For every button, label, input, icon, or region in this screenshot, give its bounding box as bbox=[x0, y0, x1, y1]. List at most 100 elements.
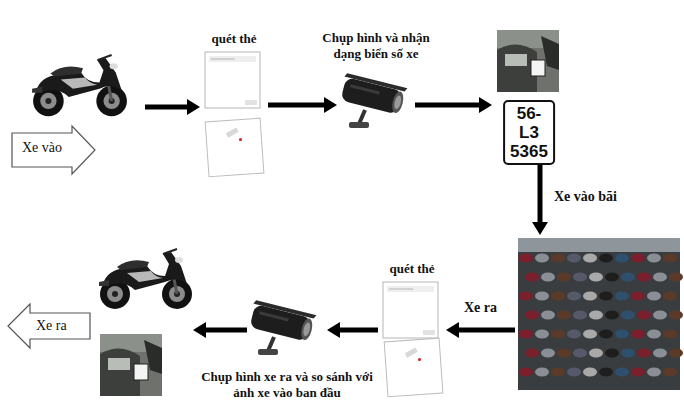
parked-bike bbox=[605, 311, 619, 320]
license-plate: 56-L3 5365 bbox=[503, 100, 555, 165]
parked-bike bbox=[573, 349, 587, 358]
arrow-line bbox=[145, 105, 189, 110]
flow-arrow bbox=[415, 97, 492, 113]
parked-bike bbox=[599, 330, 613, 339]
parked-bike bbox=[573, 311, 587, 320]
parked-bike bbox=[631, 368, 645, 377]
parked-bike bbox=[519, 292, 533, 301]
parked-bike bbox=[605, 349, 619, 358]
parked-bike bbox=[637, 349, 651, 358]
flow-node: Xe ra bbox=[8, 240, 190, 400]
parked-bike bbox=[653, 311, 667, 320]
parked-bike bbox=[615, 254, 629, 263]
parked-bike bbox=[621, 273, 635, 282]
arrow-shape bbox=[12, 126, 95, 174]
parked-bike bbox=[589, 273, 603, 282]
arrow-head bbox=[327, 322, 340, 338]
parked-bike bbox=[621, 311, 635, 320]
parked-bike bbox=[525, 349, 539, 358]
card-reader bbox=[205, 52, 260, 108]
edge-label: Xe ra bbox=[462, 300, 499, 316]
parked-bike bbox=[541, 311, 555, 320]
parked-bike bbox=[599, 254, 613, 263]
parked-bike bbox=[669, 349, 683, 358]
card-reader bbox=[383, 282, 438, 338]
parked-bike bbox=[631, 254, 645, 263]
parked-bike bbox=[525, 311, 539, 320]
parked-bike bbox=[551, 330, 565, 339]
parked-bike bbox=[669, 273, 683, 282]
flow-arrow bbox=[145, 99, 200, 115]
rfid-card bbox=[384, 338, 443, 397]
photo bbox=[100, 334, 162, 396]
node-text: Chụp hình xe ra và so sánh với ảnh xe và… bbox=[196, 369, 378, 402]
arrow-head bbox=[324, 97, 337, 113]
parked-bike bbox=[631, 292, 645, 301]
parked-bike bbox=[647, 330, 661, 339]
node-text: Xe vào bbox=[22, 140, 62, 156]
parked-bike bbox=[663, 368, 677, 377]
parked-bike bbox=[535, 254, 549, 263]
node-text: quét thẻ bbox=[372, 261, 452, 277]
flow-arrow bbox=[193, 322, 247, 338]
flow-arrow bbox=[532, 163, 548, 235]
parked-bike bbox=[519, 254, 533, 263]
parked-bike bbox=[653, 349, 667, 358]
arrow-head bbox=[446, 322, 459, 338]
motorbike bbox=[32, 55, 127, 116]
arrow-line bbox=[457, 328, 515, 333]
arrow-head bbox=[532, 222, 548, 235]
arrow-head bbox=[187, 99, 200, 115]
parked-bike bbox=[535, 292, 549, 301]
rfid-card bbox=[205, 118, 264, 177]
parked-bike bbox=[567, 368, 581, 377]
arrow-line bbox=[338, 328, 378, 333]
parking-photo bbox=[518, 238, 683, 390]
parked-bike bbox=[583, 368, 597, 377]
parked-bike bbox=[615, 330, 629, 339]
flow-node: Chụp hình và nhận dạng biển số xe bbox=[340, 78, 412, 132]
parked-bike bbox=[583, 254, 597, 263]
parked-bike bbox=[605, 273, 619, 282]
flow-arrow bbox=[268, 97, 337, 113]
parked-bike bbox=[637, 273, 651, 282]
parked-bike bbox=[615, 292, 629, 301]
arrow-line bbox=[538, 163, 543, 224]
parked-bike bbox=[647, 368, 661, 377]
parked-bike bbox=[551, 292, 565, 301]
parked-bike bbox=[653, 273, 667, 282]
parked-bike bbox=[535, 330, 549, 339]
arrow-head bbox=[479, 97, 492, 113]
parked-bike bbox=[557, 349, 571, 358]
node-text: quét thẻ bbox=[194, 31, 274, 47]
flow-node: 56-L3 5365 bbox=[495, 28, 563, 160]
parked-bike bbox=[583, 292, 597, 301]
motorbike bbox=[99, 249, 192, 309]
parked-bike bbox=[669, 311, 683, 320]
photo bbox=[497, 30, 559, 92]
parked-bike bbox=[567, 254, 581, 263]
parked-bike bbox=[573, 273, 587, 282]
edge-label: Xe vào bãi bbox=[552, 189, 619, 205]
arrow-line bbox=[204, 328, 247, 333]
arrow-line bbox=[268, 103, 326, 108]
parked-bike bbox=[541, 349, 555, 358]
parked-bike bbox=[551, 254, 565, 263]
parked-bike bbox=[583, 330, 597, 339]
parked-bike bbox=[525, 273, 539, 282]
parked-bike bbox=[615, 368, 629, 377]
parked-bike bbox=[637, 311, 651, 320]
parked-bike bbox=[567, 330, 581, 339]
parked-bike bbox=[535, 368, 549, 377]
flow-node: quét thẻ bbox=[381, 282, 443, 398]
parked-bike bbox=[589, 349, 603, 358]
parked-bike bbox=[589, 311, 603, 320]
parked-bike bbox=[599, 292, 613, 301]
flow-node: Chụp hình xe ra và so sánh với ảnh xe và… bbox=[250, 305, 324, 363]
flow-arrow bbox=[327, 322, 378, 338]
parked-bike bbox=[663, 330, 677, 339]
node-text: Xe ra bbox=[36, 318, 67, 334]
